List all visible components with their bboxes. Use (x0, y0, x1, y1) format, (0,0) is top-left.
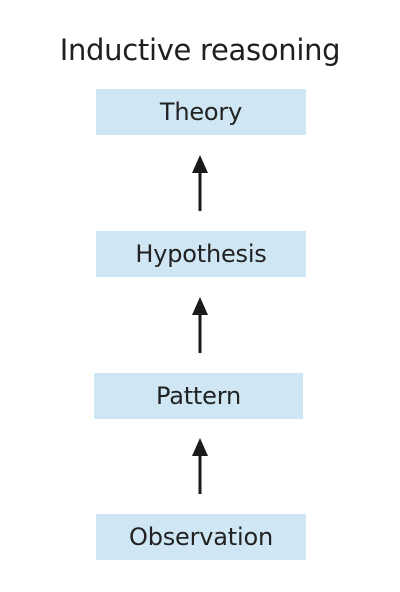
step-box-pattern: Pattern (94, 373, 303, 419)
step-box-hypothesis: Hypothesis (96, 231, 306, 277)
up-arrow-icon (192, 297, 208, 353)
step-label-hypothesis: Hypothesis (135, 240, 267, 268)
step-label-pattern: Pattern (156, 382, 241, 410)
up-arrow-icon (192, 155, 208, 211)
step-label-theory: Theory (159, 98, 243, 126)
step-box-observation: Observation (96, 514, 306, 560)
step-box-theory: Theory (96, 89, 306, 135)
diagram-title: Inductive reasoning (59, 33, 341, 67)
up-arrow-icon (192, 438, 208, 494)
step-label-observation: Observation (129, 523, 273, 551)
